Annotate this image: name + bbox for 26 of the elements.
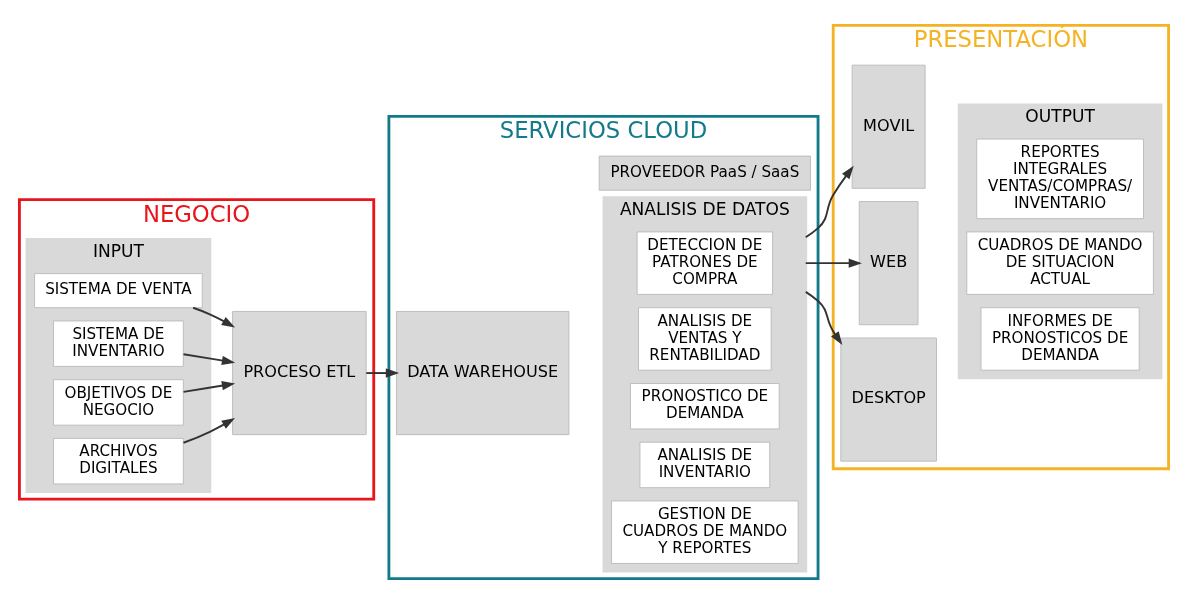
node-box: PROCESO ETL [232,310,367,435]
node-box: DESKTOP [840,337,937,462]
node-box: DETECCION DE PATRONES DE COMPRA [636,230,774,295]
node-box: REPORTES INTEGRALES VENTAS/COMPRAS/ INVENTARIO [976,138,1144,219]
node-box: ANALISIS DE VENTAS Y RENTABILIDAD [638,306,772,371]
node-box: GESTION DE CUADROS DE MANDO Y REPORTES [611,499,799,564]
node-box: SISTEMA DE VENTA [34,272,203,308]
node-box: PROVEEDOR PaaS / SaaS [598,155,811,191]
node-box: MOVIL [851,64,926,189]
node-box: SISTEMA DE INVENTARIO [53,319,184,367]
arrow [804,165,854,238]
node-box: INFORMES DE PRONOSTICOS DE DEMANDA [980,306,1140,371]
arrow [365,367,400,378]
arrow [804,258,862,268]
node-box: ARCHIVOS DIGITALES [53,437,184,484]
arrow [192,306,236,327]
arrow [182,352,236,365]
node-box: DATA WAREHOUSE [396,310,570,435]
node-box: OBJETIVOS DE NEGOCIO [53,378,184,426]
arrow [182,380,236,393]
arrow [804,290,843,345]
node-box: ANALISIS DE INVENTARIO [639,441,771,488]
arrow [182,417,236,444]
node-box: PRONOSTICO DE DEMANDA [630,382,780,429]
node-box: CUADROS DE MANDO DE SITUACION ACTUAL [966,230,1154,295]
node-box: WEB [858,200,919,325]
